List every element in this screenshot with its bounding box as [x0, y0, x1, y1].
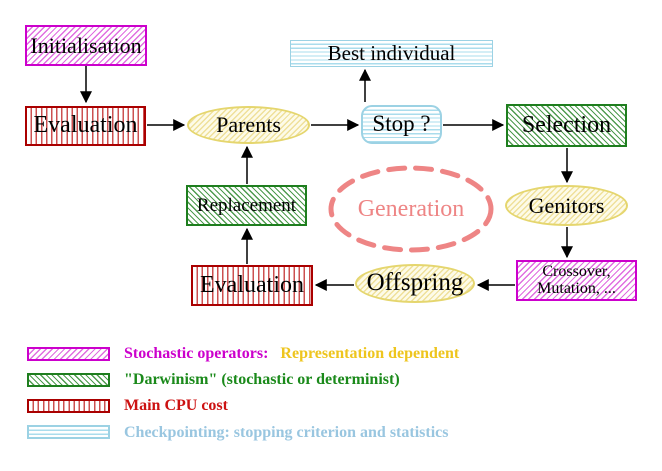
node-replacement: Replacement [186, 185, 307, 226]
legend-label-cpu-cost: Main CPU cost [124, 397, 228, 414]
node-initialisation: Initialisation [25, 25, 147, 66]
legend-swatch-darwinism [27, 373, 110, 387]
legend-label-darwinism: "Darwinism" (stochastic or determinist) [124, 371, 400, 388]
node-selection: Selection [506, 104, 627, 147]
node-evaluation-top: Evaluation [25, 106, 146, 146]
legend-label-stochastic-operators: Stochastic operators: Representation dep… [124, 345, 459, 363]
node-stop: Stop ? [361, 105, 442, 144]
node-best-individual: Best individual [290, 40, 493, 67]
crossover-line1: Crossover, [542, 262, 611, 280]
node-evaluation-bottom: Evaluation [191, 265, 313, 306]
legend-text-stochastic: Stochastic operators: [124, 345, 269, 362]
node-parents: Parents [187, 106, 310, 144]
node-offspring: Offspring [355, 264, 475, 303]
node-genitors: Genitors [505, 185, 628, 226]
crossover-line2: Mutation, ... [537, 279, 616, 297]
legend-text-representation: Representation dependent [280, 345, 460, 362]
legend-swatch-cpu-cost [27, 399, 110, 413]
legend-swatch-checkpointing [27, 425, 110, 439]
legend-swatch-stochastic-operators [27, 347, 110, 361]
node-crossover-mutation: Crossover, Mutation, ... [516, 260, 637, 301]
legend-label-checkpointing: Checkpointing: stopping criterion and st… [124, 424, 449, 441]
generation-label: Generation [357, 195, 465, 222]
